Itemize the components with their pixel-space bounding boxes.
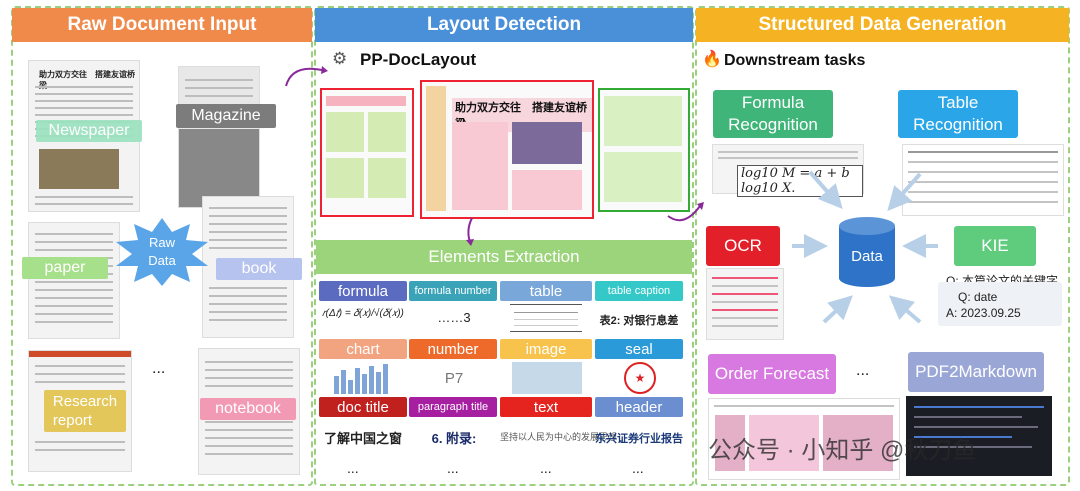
task-order-forecast: Order Forecast [708,354,836,394]
element-header: header [595,397,683,417]
label-paper: paper [22,257,108,279]
data-label: Data [851,248,883,265]
element-chart: chart [319,339,407,359]
raw-input-ellipsis: ... [152,360,166,377]
seal-example: ★ [624,362,656,394]
extraction-ellipsis-3: ... [540,460,552,476]
label-newspaper: Newspaper [36,120,142,142]
element-text: text [500,397,592,417]
pp-doclayout-title: PP-DocLayout [360,50,477,69]
table-sample-thumb [902,144,1064,216]
detected-page-center: 助力双方交往 搭建友谊桥梁 [420,80,594,219]
svg-text:★: ★ [635,371,646,385]
raw-data-star [116,218,208,286]
table-caption-example: 表2: 对银行息差 [599,315,679,327]
downstream-tasks-title: Downstream tasks [724,52,866,69]
element-image: image [500,339,592,359]
kie-qa-box: Q: date A: 2023.09.25 [938,282,1062,326]
raw-input-panel [11,6,313,486]
task-kie: KIE [954,226,1036,266]
structured-data-panel [695,6,1070,486]
magazine-cover-image [179,129,259,207]
chart-example [334,364,388,394]
extraction-ellipsis-1: ... [347,460,359,476]
task-ocr: OCR [706,226,780,266]
data-cylinder-icon [839,217,895,287]
label-research-report: Research report [44,390,126,432]
arrow-into-extraction [466,217,474,246]
task-table-recognition: Table Recognition [898,90,1018,138]
label-notebook: notebook [200,398,296,420]
detected-photo [512,122,582,164]
image-example [512,362,582,394]
pp-doclayout-gear-icon: ⚙ [332,49,348,68]
arrow-raw-to-layout [285,66,328,87]
element-number: number [409,339,497,359]
element-formula-number: formula number [409,281,497,301]
kie-question: Q: date [958,290,998,304]
header-example: 东兴证券行业报告 [595,433,683,445]
fire-icon: 🔥 [702,51,722,68]
raw-data-label: Raw Data [148,235,176,268]
raw-input-header: Raw Document Input [12,8,312,42]
label-book: book [216,258,302,280]
newspaper-image [39,149,119,189]
raw-data-star-shape [116,218,208,286]
kie-answer: A: 2023.09.25 [946,306,1021,320]
extraction-ellipsis-4: ... [632,460,644,476]
watermark-text: 公众号 · 小知乎 @秋刀鱼 [708,437,977,464]
elements-extraction-header: Elements Extraction [316,240,692,274]
paper-document [28,222,120,339]
detected-page-right [598,88,690,212]
task-formula-recognition: Formula Recognition [713,90,833,138]
table-example [510,304,582,332]
formula-example: 𝑟(Δ𝑡) = 𝛿(𝑥)/√(𝛿(𝑥)) [322,308,404,319]
magazine-document [178,66,260,208]
detected-page-left [320,88,414,217]
order-forecast-thumb [708,398,900,480]
ocr-sample-thumb [706,268,784,340]
element-table-caption: table caption [595,281,683,301]
text-example: 坚持以人民为中心的发展思想 [500,432,618,442]
element-doc-title: doc title [319,397,407,417]
paragraph-title-example: 6. 附录: [431,431,477,446]
element-table: table [500,281,592,301]
doc-title-example: 了解中国之窗 [323,431,402,446]
arrows-to-data [792,170,938,324]
arrow-layout-to-structured [667,202,704,222]
element-paragraph-title: paragraph title [409,397,497,417]
number-example: P7 [444,370,464,387]
formula-sample-text: log10 M = a + b log10 X. [737,165,863,197]
pdf2markdown-thumb [906,396,1052,476]
research-report-bar [29,351,131,357]
task-pdf2markdown: PDF2Markdown [908,352,1044,392]
label-magazine: Magazine [176,104,276,128]
layout-detection-panel [314,6,694,486]
formula-number-example: ……3 [437,310,471,325]
structured-data-header: Structured Data Generation [696,8,1069,42]
newspaper-headline: 助力双方交往 搭建友谊桥梁 [39,70,135,90]
layout-detection-header: Layout Detection [315,8,693,42]
structured-ellipsis: ... [856,362,870,379]
element-seal: seal [595,339,683,359]
element-formula: formula [319,281,407,301]
extraction-ellipsis-2: ... [447,460,459,476]
